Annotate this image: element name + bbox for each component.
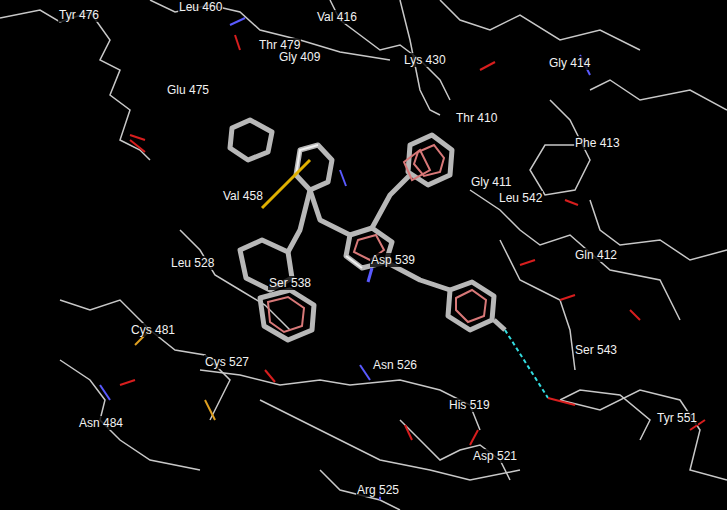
residue-label: Ser 543 xyxy=(574,343,618,357)
residue-label: Val 416 xyxy=(316,10,358,24)
hetero-atom-bonds xyxy=(100,18,705,500)
residue-label: Asn 484 xyxy=(78,416,124,430)
residue-label: Lys 430 xyxy=(403,53,447,67)
residue-label: Arg 525 xyxy=(356,483,400,497)
residue-label: Phe 413 xyxy=(574,136,621,150)
residue-label: Asp 539 xyxy=(370,253,416,267)
residue-label: Gln 412 xyxy=(574,248,618,262)
residue-label: Tyr 476 xyxy=(58,8,100,22)
residue-label: Thr 410 xyxy=(455,111,498,125)
residue-label: Cys 481 xyxy=(130,323,176,337)
residue-label: Gly 414 xyxy=(548,56,591,70)
residue-label: Cys 527 xyxy=(204,355,250,369)
ligand xyxy=(230,120,575,405)
residue-label: Leu 528 xyxy=(170,256,215,270)
residue-label: Leu 542 xyxy=(498,191,543,205)
residue-label: Gly 409 xyxy=(278,50,321,64)
residue-label: Asn 526 xyxy=(372,358,418,372)
residue-label: Tyr 551 xyxy=(656,411,698,425)
residue-label: Asp 521 xyxy=(472,449,518,463)
residue-label: Gly 411 xyxy=(470,175,512,189)
residue-label: His 519 xyxy=(448,398,491,412)
residue-label: Val 458 xyxy=(222,189,264,203)
residue-label: Glu 475 xyxy=(166,83,210,97)
residue-label: Leu 460 xyxy=(178,0,223,14)
residue-label: Ser 538 xyxy=(268,276,312,290)
